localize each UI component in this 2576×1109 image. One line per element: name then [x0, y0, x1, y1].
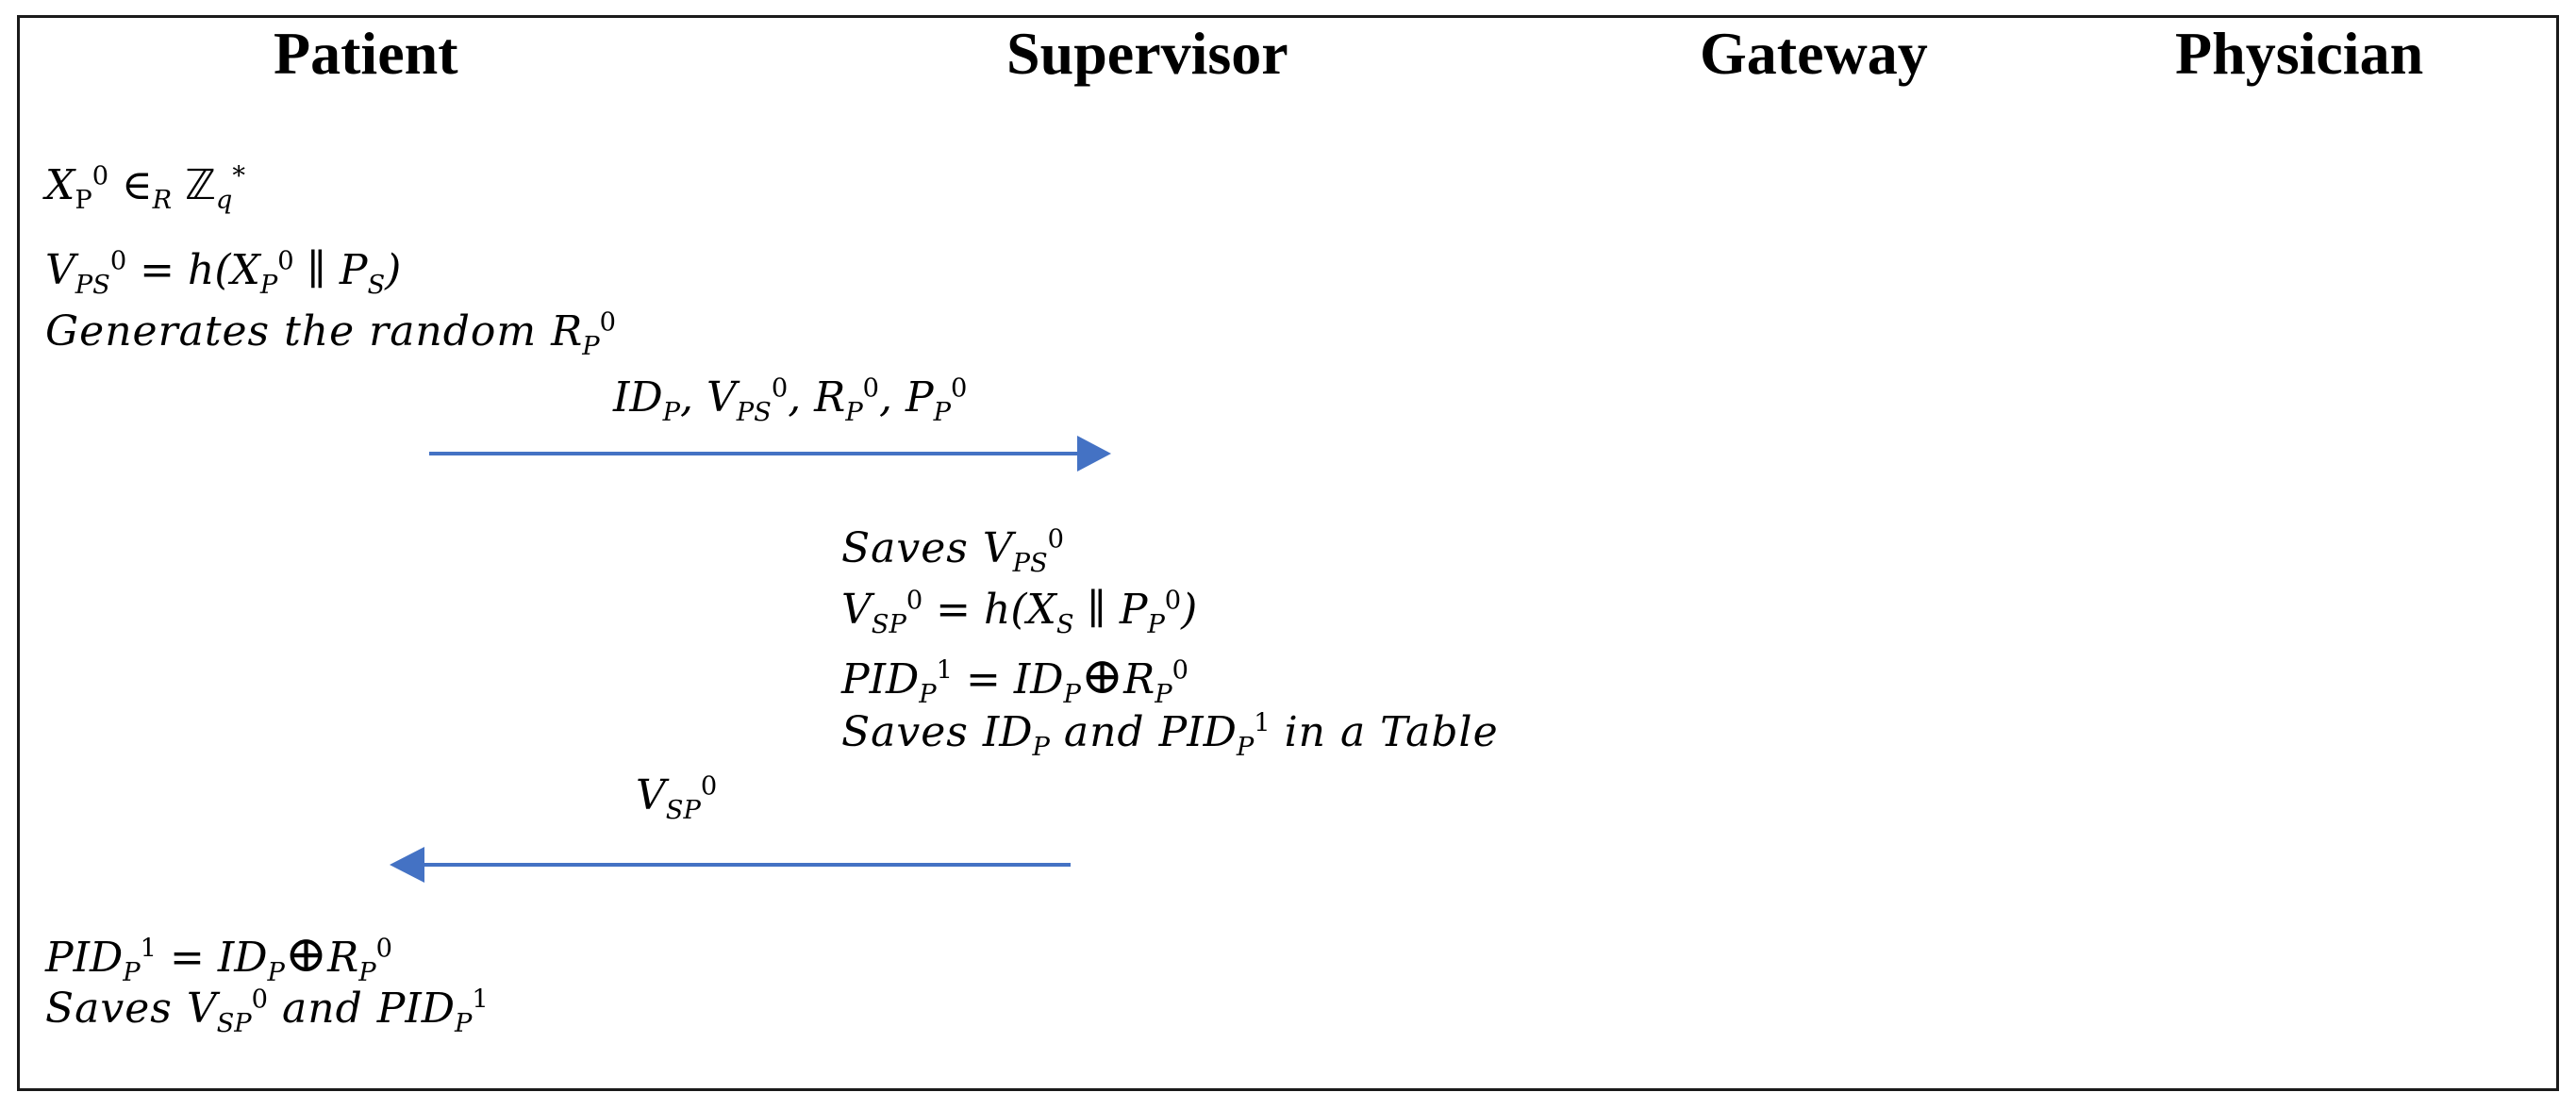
supervisor-step-4: Saves IDP and PIDP1 in a Table — [841, 708, 1499, 762]
patient-step-4: PIDP1 = IDP⊕RP0 — [45, 924, 392, 987]
patient-step-2: VPS0 = h(XP0 ∥ PS) — [45, 246, 402, 300]
message-2-label: VSP0 — [636, 771, 718, 825]
header-physician: Physician — [2175, 20, 2424, 87]
header-patient: Patient — [274, 20, 458, 87]
supervisor-step-2: VSP0 = h(XS ∥ PP0) — [841, 586, 1198, 639]
patient-step-5: Saves VSP0 and PIDP1 — [45, 985, 489, 1038]
supervisor-step-1: Saves VPS0 — [841, 524, 1065, 578]
arrow-patient-to-supervisor — [429, 436, 1111, 472]
message-1-label: IDP, VPS0, RP0, PP0 — [613, 373, 968, 427]
patient-step-3: Generates the random RP0 — [45, 307, 616, 361]
arrow-supervisor-to-patient — [390, 847, 1071, 883]
header-supervisor: Supervisor — [1006, 20, 1288, 87]
patient-step-1: XP0 ∈R ℤq* — [45, 161, 246, 215]
header-gateway: Gateway — [1700, 20, 1928, 87]
diagram-frame — [17, 15, 2559, 1091]
supervisor-step-3: PIDP1 = IDP⊕RP0 — [841, 646, 1188, 709]
